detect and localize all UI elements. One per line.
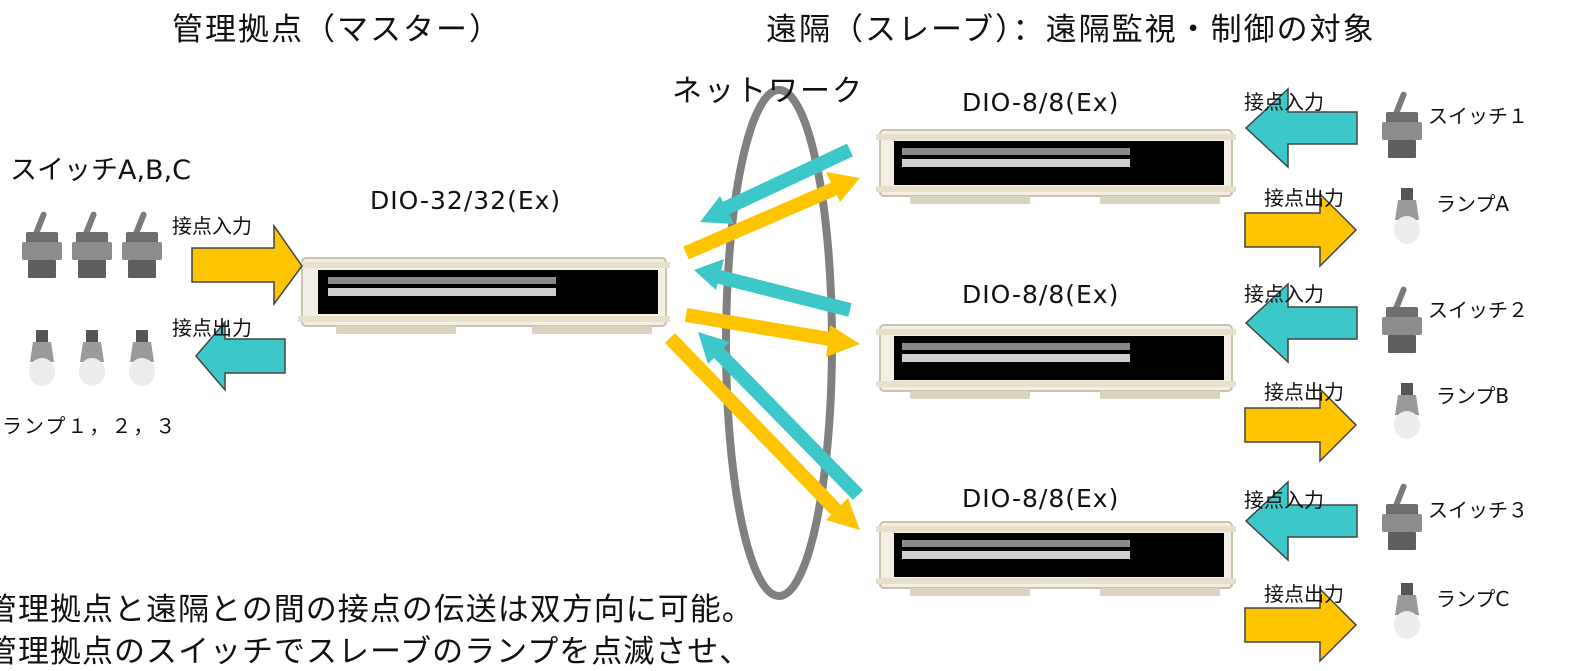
lamp-a-icon <box>1394 188 1420 244</box>
master-heading: 管理拠点（マスター） <box>172 12 502 48</box>
master-switches-label: スイッチA,B,C <box>10 155 192 186</box>
slave-1-input-label: 接点入力 <box>1244 90 1324 114</box>
master-input-arrow <box>191 223 303 307</box>
note-line-2: 管理拠点のスイッチでスレーブのランプを点滅させ、 <box>0 634 752 670</box>
switch-2-icon <box>1382 285 1422 353</box>
master-input-label: 接点入力 <box>172 214 252 238</box>
slave-1-device-label: DIO-8/8(Ex) <box>962 88 1120 117</box>
slave-1-device-image <box>875 129 1237 205</box>
slave-3-device-label: DIO-8/8(Ex) <box>962 484 1120 513</box>
master-switch-icons <box>22 210 162 278</box>
slave-2-input-arrow <box>1244 282 1358 364</box>
switch-3-icon <box>1382 482 1422 550</box>
slave-3-input-arrow <box>1244 480 1358 562</box>
switch-3-label: スイッチ３ <box>1428 498 1528 522</box>
note-line-1: 管理拠点と遠隔との間の接点の伝送は双方向に可能。 <box>0 592 754 628</box>
master-device-image <box>297 257 671 335</box>
slave-2-output-label: 接点出力 <box>1264 380 1344 404</box>
slave-1-output-arrow <box>1244 192 1358 268</box>
slave-3-input-label: 接点入力 <box>1244 488 1324 512</box>
lamp-b-icon <box>1394 383 1420 439</box>
lamp-c-label: ランプC <box>1436 587 1510 611</box>
slave-3-output-label: 接点出力 <box>1264 582 1344 606</box>
network-label: ネットワーク <box>672 74 864 109</box>
master-output-label: 接点出力 <box>172 316 252 340</box>
slave-heading: 遠隔（スレーブ）：遠隔監視・制御の対象 <box>766 12 1376 48</box>
switch-2-label: スイッチ２ <box>1428 298 1528 322</box>
slave-3-output-arrow <box>1244 587 1358 663</box>
lamp-c-icon <box>1394 583 1420 639</box>
network-arrows <box>664 143 864 530</box>
slave-2-input-label: 接点入力 <box>1244 282 1324 306</box>
switch-1-label: スイッチ１ <box>1428 104 1528 128</box>
switch-1-icon <box>1382 90 1422 158</box>
master-output-arrow <box>195 319 286 393</box>
slave-1-output-label: 接点出力 <box>1264 186 1344 210</box>
lamp-b-label: ランプB <box>1436 384 1510 408</box>
slave-1-input-arrow <box>1244 87 1358 169</box>
slave-2-device-image <box>875 324 1237 400</box>
lamp-a-label: ランプA <box>1436 192 1510 216</box>
slave-2-output-arrow <box>1244 387 1358 463</box>
master-lamps-label: ランプ１，２，３ <box>2 414 178 438</box>
master-device-label: DIO-32/32(Ex) <box>370 186 562 215</box>
master-lamp-icons <box>29 330 155 386</box>
slave-3-device-image <box>875 521 1237 597</box>
slave-2-device-label: DIO-8/8(Ex) <box>962 280 1120 309</box>
